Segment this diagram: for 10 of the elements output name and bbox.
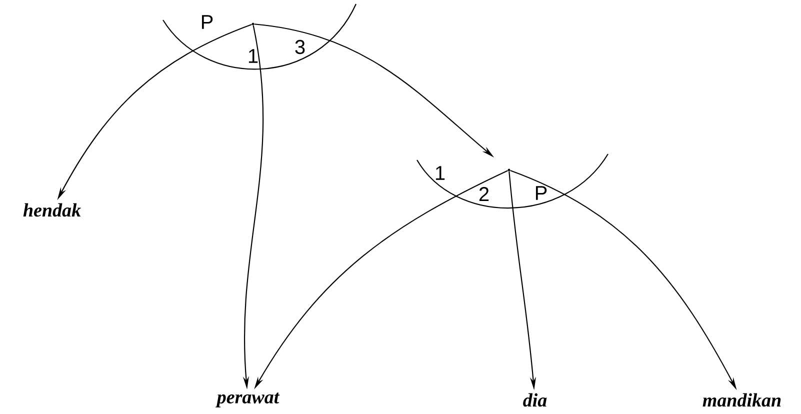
edge-label: P	[536, 186, 547, 200]
edge-label: 1	[248, 49, 258, 63]
word-label: mandikan	[702, 393, 781, 407]
edge-label: 1	[436, 166, 445, 180]
word-label: dia	[523, 393, 547, 407]
edge-label: 2	[479, 187, 489, 201]
edge-label: P	[202, 15, 213, 29]
edge-label: 3	[295, 40, 305, 54]
word-label: perawat	[216, 392, 280, 408]
word-label: hendak	[23, 203, 81, 217]
